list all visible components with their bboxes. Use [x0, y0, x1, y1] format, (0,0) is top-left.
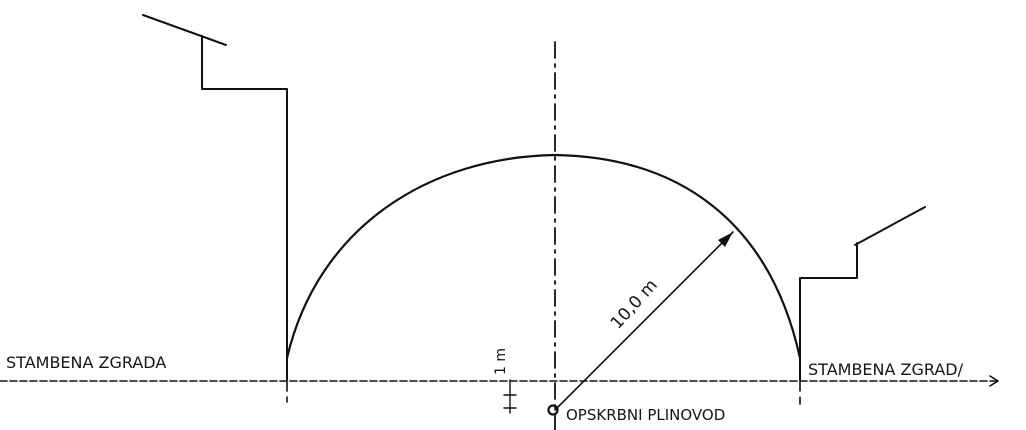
left-building [142, 14, 288, 381]
radius-dimension-line [554, 231, 734, 411]
radius-arrowhead [718, 232, 733, 247]
ground-line-arrowhead [989, 375, 999, 387]
right-building-roof-line [854, 206, 926, 246]
right-building [799, 206, 926, 381]
radius-label: 10,0 m [607, 276, 662, 334]
safety-zone-arc [285, 153, 802, 360]
pipeline-marker [547, 404, 559, 416]
right-building-wall [799, 242, 858, 381]
right-building-label: STAMBENA ZGRAD/ [808, 360, 964, 379]
left-building-label: STAMBENA ZGRADA [6, 353, 166, 372]
left-building-wall [201, 35, 288, 381]
left-building-roof-line [142, 14, 227, 46]
offset-label: 1 m [493, 348, 509, 375]
pipeline-label: OPSKRBNI PLINOVOD [566, 406, 725, 424]
